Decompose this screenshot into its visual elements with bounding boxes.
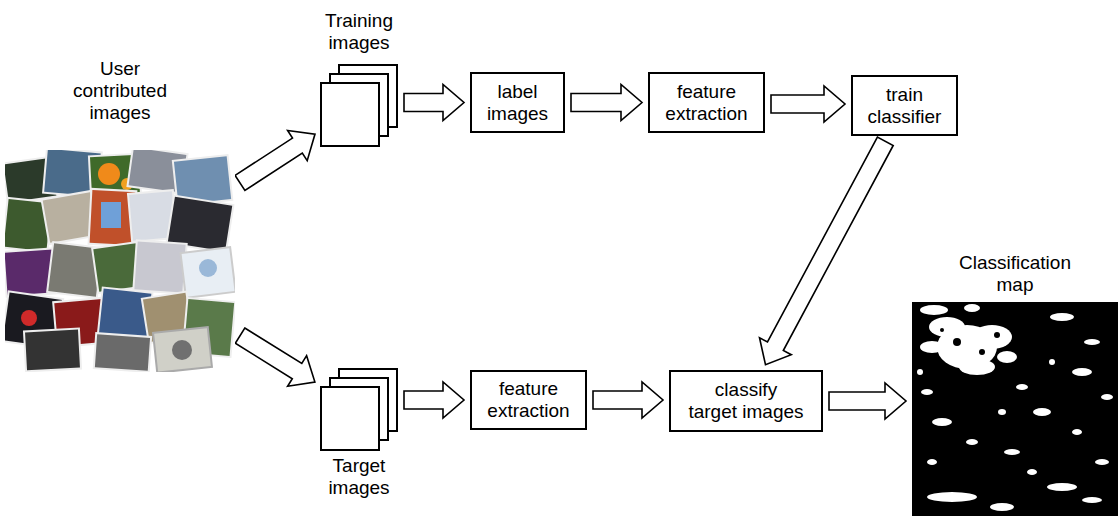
classification-map-part xyxy=(1049,359,1055,365)
photo-collage-part xyxy=(101,202,121,228)
block-arrow xyxy=(829,383,906,419)
classification-map-part xyxy=(1072,429,1082,435)
classification-map-part xyxy=(953,338,961,346)
photo-collage-part xyxy=(21,310,37,326)
photo-collage-part xyxy=(199,259,217,277)
classification-map-part xyxy=(920,341,944,353)
classification-map-part xyxy=(1047,483,1077,491)
classification-map-part xyxy=(917,304,1113,511)
image-stack xyxy=(320,368,400,453)
photo-collage-part xyxy=(24,329,81,372)
classification-map-part xyxy=(927,459,937,465)
classification-map-part xyxy=(1082,497,1102,503)
classification-map-part xyxy=(994,332,1000,338)
classification-map-part xyxy=(940,328,944,332)
classification-map-part xyxy=(921,389,933,395)
classification-map-part xyxy=(1016,384,1028,390)
classification-map-part xyxy=(959,359,995,375)
photo-collage-part xyxy=(98,163,120,185)
box-label: train classifier xyxy=(860,84,949,128)
photo-collage-part xyxy=(94,333,151,372)
box-label: classify target images xyxy=(678,379,814,423)
image-stack-part xyxy=(321,387,379,450)
block-arrow xyxy=(404,382,464,418)
photo-collage-part xyxy=(153,327,212,372)
classification-map-part xyxy=(1033,408,1051,416)
block-arrow xyxy=(235,131,315,191)
process-box: train classifier xyxy=(851,75,958,136)
photo-collage-part xyxy=(133,240,186,293)
block-arrow xyxy=(404,85,464,121)
process-box: feature extraction xyxy=(648,72,765,133)
box-label: feature extraction xyxy=(479,378,578,422)
block-arrow xyxy=(571,85,642,121)
classification-map-part xyxy=(1027,469,1037,475)
block-arrow xyxy=(771,86,845,122)
classification-map-part xyxy=(1072,368,1092,376)
image-stack: Training images xyxy=(320,64,398,147)
box-label: feature extraction xyxy=(657,81,756,125)
classification-map-part xyxy=(929,317,965,337)
classification-map-part xyxy=(1050,313,1074,321)
process-box: feature extraction xyxy=(470,370,587,430)
image-heading: User contributed images xyxy=(65,58,175,124)
photo-collage: User contributed images xyxy=(5,150,235,372)
photo-collage-part xyxy=(181,247,235,298)
image-heading: Training images xyxy=(314,10,404,54)
image-stack xyxy=(320,64,400,149)
box-label: label images xyxy=(479,81,556,125)
classification-map-part xyxy=(964,304,980,312)
process-box: label images xyxy=(470,72,565,133)
photo-collage xyxy=(5,150,235,372)
classification-map-part xyxy=(1004,449,1020,455)
block-arrow xyxy=(235,328,315,386)
classification-map-part xyxy=(912,302,1118,516)
classification-map-part xyxy=(979,349,985,355)
classification-map-part xyxy=(1084,339,1100,345)
classification-map-part xyxy=(927,492,977,502)
classification-map-part xyxy=(1095,459,1109,465)
photo-collage-part xyxy=(172,340,192,360)
classification-map-part xyxy=(1101,394,1113,400)
classification-map-part xyxy=(972,325,1012,349)
classification-map-part xyxy=(917,369,923,375)
classification-map-part xyxy=(998,409,1006,415)
classification-map-part xyxy=(990,503,1014,511)
image-stack: Target images xyxy=(320,368,398,451)
classification-map: Classification map xyxy=(912,302,1118,516)
classification-map-part xyxy=(997,351,1017,363)
classification-map xyxy=(912,302,1118,516)
block-arrow xyxy=(593,382,663,418)
image-heading: Classification map xyxy=(945,252,1085,296)
classification-map-part xyxy=(932,418,952,426)
classification-map-part xyxy=(920,305,948,315)
image-heading: Target images xyxy=(314,455,404,499)
process-box: classify target images xyxy=(669,370,823,432)
classification-map-part xyxy=(966,439,978,445)
classification-map-part xyxy=(940,328,1000,355)
block-arrow xyxy=(760,137,894,365)
image-stack-part xyxy=(321,83,379,146)
